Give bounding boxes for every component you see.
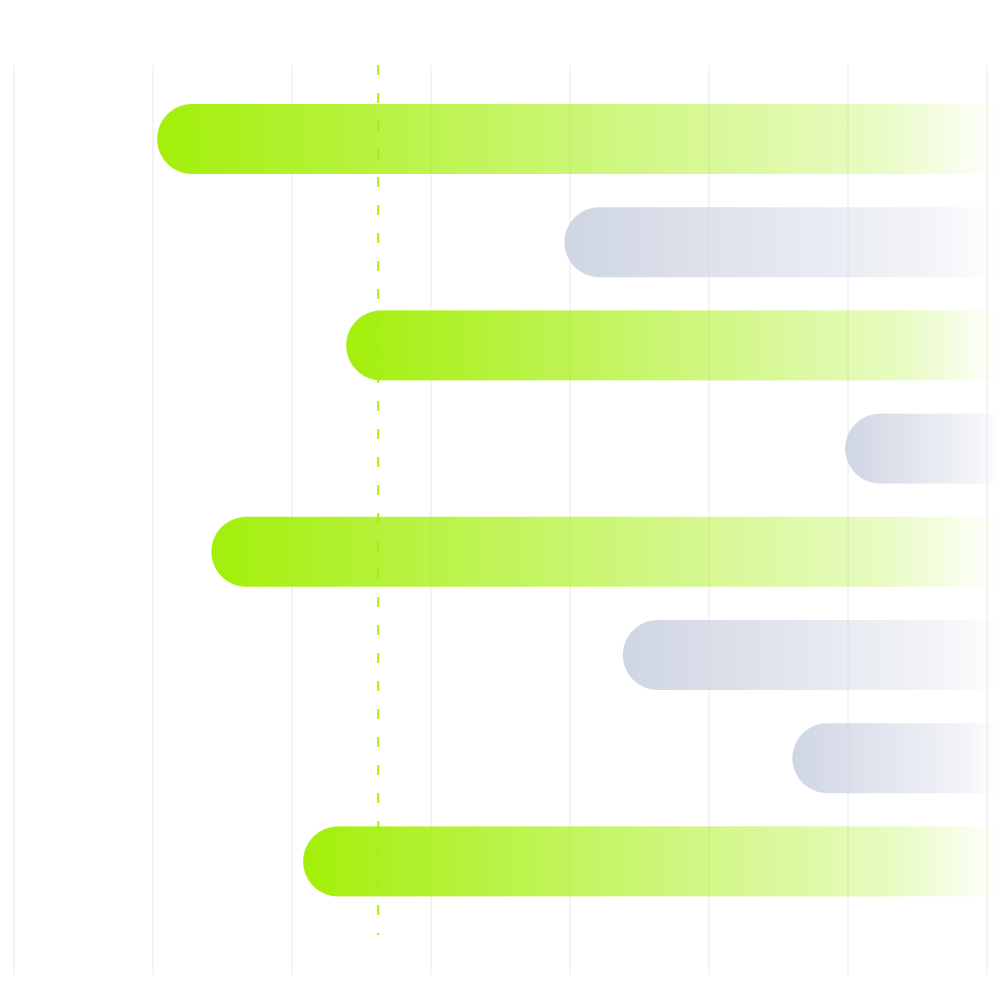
bar-8 xyxy=(303,826,1000,897)
bar-1 xyxy=(157,104,1000,174)
bar-7 xyxy=(792,723,1000,794)
bar-5 xyxy=(211,516,1000,587)
bar-group xyxy=(157,104,1000,897)
bar-6 xyxy=(622,620,1000,690)
bar-3 xyxy=(346,310,1000,381)
bar-4 xyxy=(845,413,1000,484)
bar-2 xyxy=(564,207,1000,278)
